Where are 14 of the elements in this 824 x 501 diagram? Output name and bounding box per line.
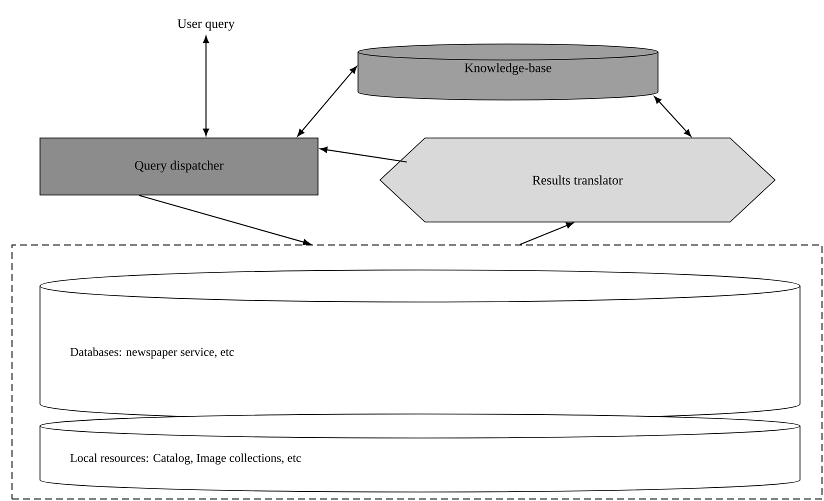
cylinder: Knowledge-base	[358, 44, 658, 100]
arrow	[297, 66, 357, 136]
arrow	[520, 222, 574, 245]
node-label: User query	[178, 19, 235, 31]
node-label: Databases: newspaper service, etc	[70, 348, 234, 358]
dashed-frame	[12, 244, 822, 500]
node-label: Local resources: Catalog, Image collections, etc	[70, 454, 301, 464]
arrow	[138, 194, 310, 246]
process-box: Query dispatcher	[40, 138, 318, 196]
arrow	[654, 96, 692, 137]
cylinder: Databases: newspaper service, etc	[40, 270, 800, 420]
arrow	[320, 146, 407, 163]
cylinder: Local resources: Catalog, Image collections, etc	[40, 414, 800, 492]
arrow	[202, 36, 210, 136]
